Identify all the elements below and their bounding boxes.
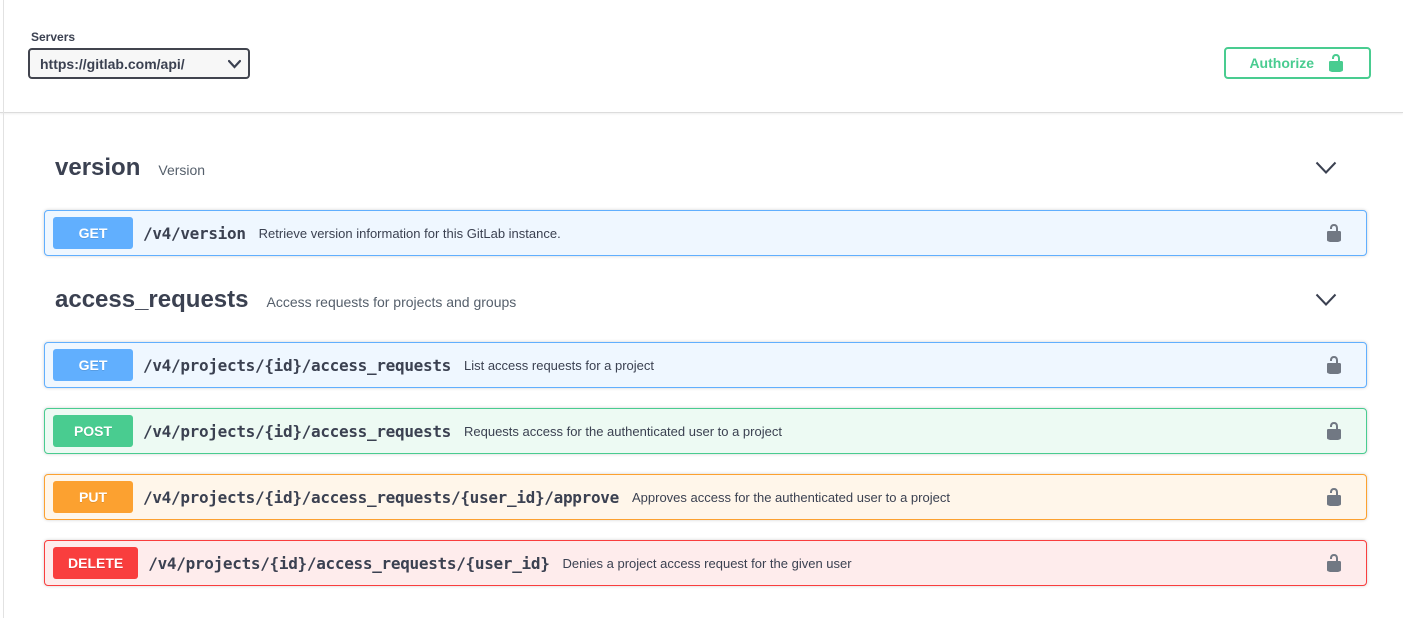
auth-lock-button[interactable]	[1324, 421, 1344, 441]
chevron-down-icon[interactable]	[1315, 293, 1337, 307]
operation-path: /v4/projects/{id}/access_requests	[143, 356, 461, 375]
tag-title: version	[55, 154, 140, 182]
opblock-put-approve[interactable]: PUT /v4/projects/{id}/access_requests/{u…	[44, 474, 1367, 520]
tag-header-version[interactable]: version Version	[44, 144, 1367, 193]
auth-lock-button[interactable]	[1324, 223, 1344, 243]
opblock-get-version[interactable]: GET /v4/version Retrieve version informa…	[44, 210, 1367, 256]
method-badge: POST	[53, 415, 133, 447]
operation-path: /v4/projects/{id}/access_requests	[143, 422, 461, 441]
server-select[interactable]: https://gitlab.com/api/	[28, 48, 250, 79]
opblock-delete-access-request[interactable]: DELETE /v4/projects/{id}/access_requests…	[44, 540, 1367, 586]
tag-title: access_requests	[55, 286, 248, 314]
auth-lock-button[interactable]	[1324, 553, 1344, 573]
chevron-down-icon[interactable]	[1315, 161, 1337, 175]
method-badge: GET	[53, 217, 133, 249]
operation-description: Retrieve version information for this Gi…	[259, 226, 561, 241]
window-left-border	[3, 0, 4, 618]
operation-description: Requests access for the authenticated us…	[464, 424, 782, 439]
tag-description: Version	[158, 158, 205, 178]
scheme-container: Servers https://gitlab.com/api/ Authoriz…	[0, 0, 1403, 113]
method-badge: DELETE	[53, 547, 138, 579]
authorize-label: Authorize	[1249, 55, 1314, 71]
unlocked-padlock-icon	[1324, 553, 1344, 573]
servers-label: Servers	[31, 30, 250, 44]
auth-lock-button[interactable]	[1324, 355, 1344, 375]
method-badge: PUT	[53, 481, 133, 513]
tag-header-access-requests[interactable]: access_requests Access requests for proj…	[44, 276, 1367, 325]
tag-section-access-requests: access_requests Access requests for proj…	[44, 276, 1367, 586]
servers-block: Servers https://gitlab.com/api/	[28, 30, 250, 79]
auth-lock-button[interactable]	[1324, 487, 1344, 507]
unlocked-padlock-icon	[1324, 487, 1344, 507]
tag-description: Access requests for projects and groups	[266, 290, 516, 310]
operation-path: /v4/projects/{id}/access_requests/{user_…	[143, 488, 629, 507]
operation-path: /v4/version	[143, 224, 256, 243]
operation-description: List access requests for a project	[464, 358, 654, 373]
opblock-get-access-requests[interactable]: GET /v4/projects/{id}/access_requests Li…	[44, 342, 1367, 388]
unlocked-padlock-icon	[1324, 223, 1344, 243]
opblock-post-access-requests[interactable]: POST /v4/projects/{id}/access_requests R…	[44, 408, 1367, 454]
operation-description: Approves access for the authenticated us…	[632, 490, 950, 505]
operation-description: Denies a project access request for the …	[563, 556, 852, 571]
operations-list: version Version GET /v4/version Retrieve…	[0, 113, 1403, 586]
unlocked-padlock-icon	[1324, 421, 1344, 441]
authorize-button[interactable]: Authorize	[1224, 47, 1371, 79]
tag-section-version: version Version GET /v4/version Retrieve…	[44, 144, 1367, 256]
unlocked-padlock-icon	[1326, 53, 1346, 73]
operation-path: /v4/projects/{id}/access_requests/{user_…	[148, 554, 559, 573]
unlocked-padlock-icon	[1324, 355, 1344, 375]
method-badge: GET	[53, 349, 133, 381]
